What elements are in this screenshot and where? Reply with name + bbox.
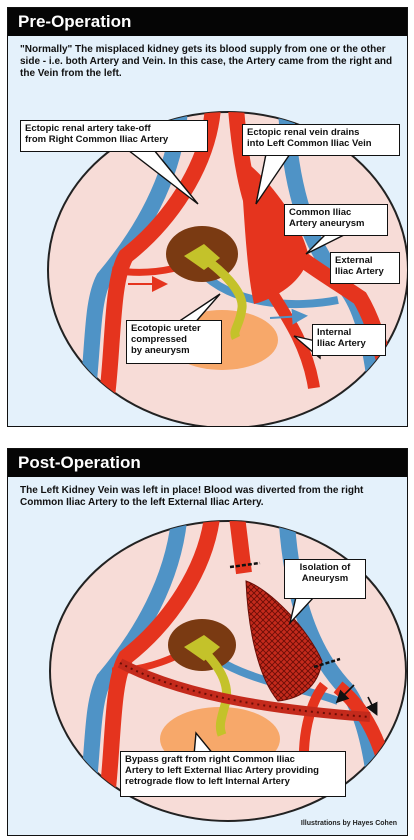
- label-bypass-graft: Bypass graft from right Common Iliac Art…: [120, 751, 346, 797]
- label-renal-vein-drains: Ectopic renal vein drains into Left Comm…: [242, 124, 400, 156]
- label-renal-artery-takeoff: Ectopic renal artery take-off from Right…: [20, 120, 208, 152]
- label-ectopic-ureter: Ecotopic ureter compressed by aneurysm: [126, 320, 222, 364]
- label-internal-iliac-artery: Internal Iliac Artery: [312, 324, 386, 356]
- label-external-iliac-artery: External Iliac Artery: [330, 252, 400, 284]
- left-common-iliac-artery-stump: [236, 509, 244, 573]
- label-common-iliac-aneurysm: Common Iliac Artery aneurysm: [284, 204, 388, 236]
- pre-operation-panel: Pre-Operation "Normally" The misplaced k…: [7, 7, 408, 427]
- illustration-credit: Illustrations by Hayes Cohen: [301, 820, 397, 827]
- label-isolation-of-aneurysm: Isolation of Aneurysm: [284, 559, 366, 599]
- post-operation-panel: Post-Operation The Left Kidney Vein was …: [7, 448, 408, 836]
